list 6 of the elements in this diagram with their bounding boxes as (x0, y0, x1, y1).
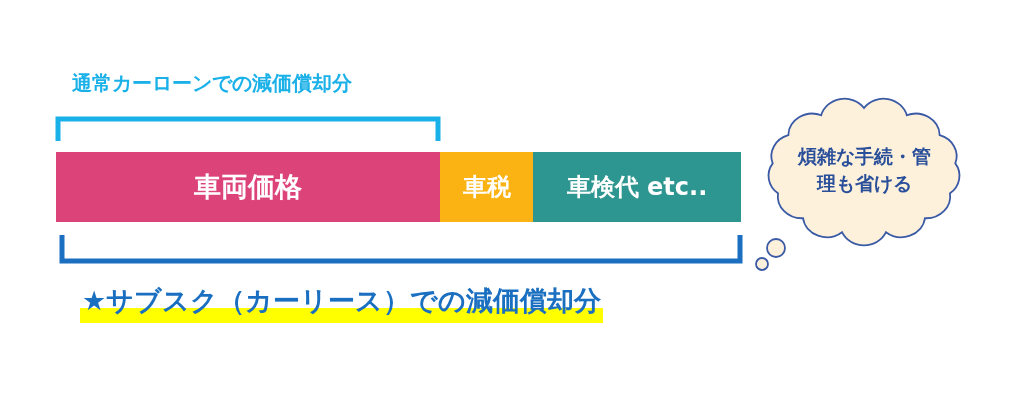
bar-segment: 車税 (440, 152, 533, 222)
bar-segment: 車検代 etc.. (533, 152, 741, 222)
bubble-text: 煩雑な手続・管理も省ける (796, 144, 932, 196)
bracket-label: 通常カーローンでの減価償却分 (72, 70, 352, 97)
bracket-label: ★サブスク（カーリース）での減価償却分 (80, 283, 604, 323)
bar-segment: 車両価格 (56, 152, 440, 222)
